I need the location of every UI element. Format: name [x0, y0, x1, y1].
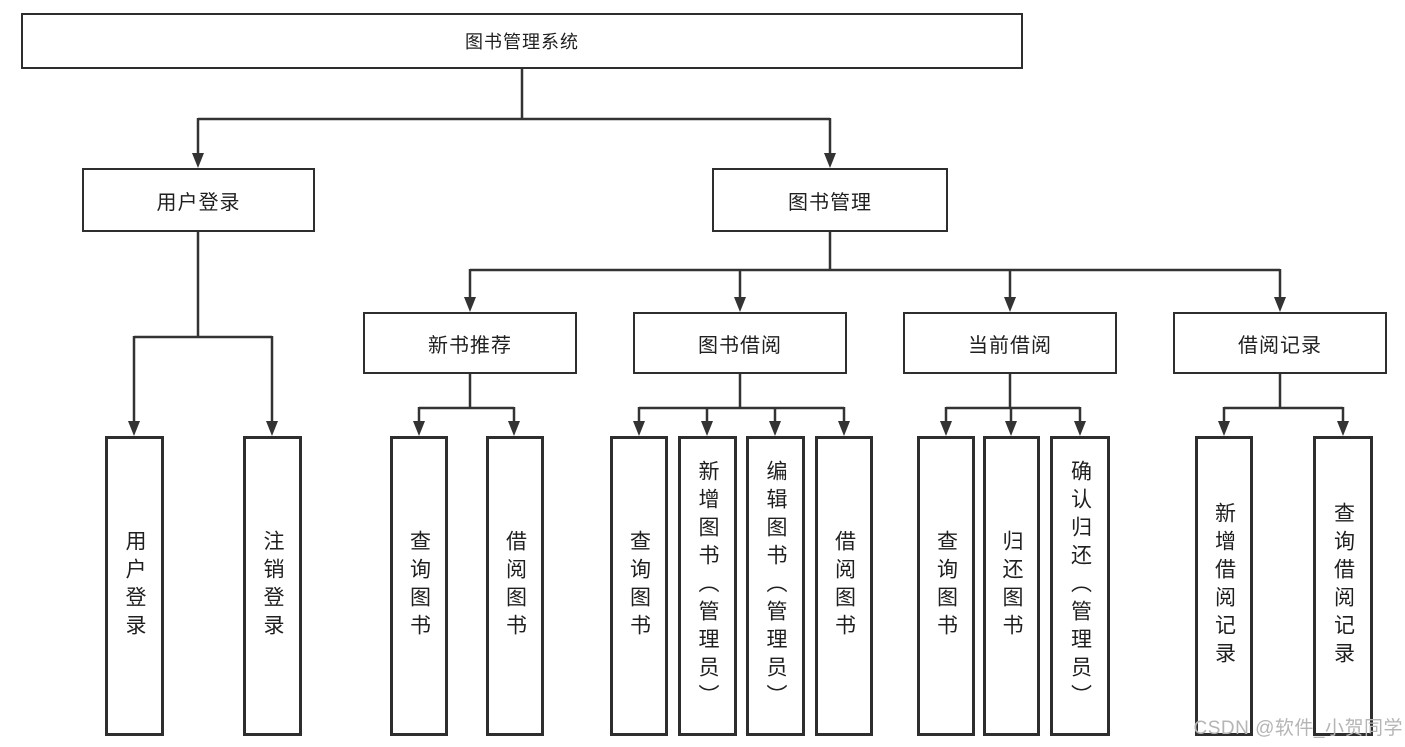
node-user-login-group-label: 用户登录 [156, 191, 241, 214]
leaf-confirm-return-admin: 确认归还（管理员） [1050, 436, 1110, 736]
node-book-management-label: 图书管理 [788, 191, 872, 214]
csdn-watermark: CSDN @软件_小贺同学 [1193, 718, 1403, 739]
node-user-login-group: 用户登录 [82, 168, 315, 232]
leaf-logout: 注销登录 [243, 436, 302, 736]
leaf-edit-book-admin-label: 编辑图书（管理员） [764, 460, 787, 712]
leaf-query-book-recommend: 查询图书 [390, 436, 448, 736]
node-book-borrow: 图书借阅 [633, 312, 847, 374]
leaf-query-book-borrow-label: 查询图书 [627, 530, 651, 642]
leaf-logout-label: 注销登录 [261, 530, 284, 642]
node-borrow-record: 借阅记录 [1173, 312, 1387, 374]
node-book-management: 图书管理 [712, 168, 948, 232]
node-current-borrow-label: 当前借阅 [968, 334, 1052, 357]
leaf-query-book-current: 查询图书 [917, 436, 975, 736]
node-borrow-record-label: 借阅记录 [1238, 334, 1322, 357]
leaf-add-book-admin-label: 新增图书（管理员） [696, 460, 719, 712]
leaf-confirm-return-admin-label: 确认归还（管理员） [1068, 460, 1092, 712]
node-current-borrow: 当前借阅 [903, 312, 1117, 374]
leaf-borrow-book-recommend-label: 借阅图书 [503, 530, 527, 642]
leaf-borrow-book-label: 借阅图书 [832, 530, 856, 642]
leaf-query-book-current-label: 查询图书 [934, 530, 958, 642]
node-new-book-recommend: 新书推荐 [363, 312, 577, 374]
leaf-return-book: 归还图书 [983, 436, 1040, 736]
leaf-user-login: 用户登录 [105, 436, 164, 736]
leaf-query-borrow-record-label: 查询借阅记录 [1331, 502, 1355, 670]
arrowheads [128, 153, 1349, 436]
leaf-borrow-book: 借阅图书 [815, 436, 873, 736]
leaf-query-book-recommend-label: 查询图书 [407, 530, 431, 642]
leaf-query-borrow-record: 查询借阅记录 [1313, 436, 1373, 736]
leaf-user-login-label: 用户登录 [123, 530, 146, 642]
node-book-borrow-label: 图书借阅 [698, 334, 782, 357]
leaf-query-book-borrow: 查询图书 [610, 436, 668, 736]
node-library-management-system-label: 图书管理系统 [465, 32, 579, 52]
leaf-add-borrow-record: 新增借阅记录 [1195, 436, 1253, 736]
leaf-borrow-book-recommend: 借阅图书 [486, 436, 544, 736]
node-library-management-system: 图书管理系统 [21, 13, 1023, 69]
leaf-add-borrow-record-label: 新增借阅记录 [1212, 502, 1236, 670]
leaf-add-book-admin: 新增图书（管理员） [678, 436, 737, 736]
leaf-return-book-label: 归还图书 [1000, 530, 1023, 642]
node-new-book-recommend-label: 新书推荐 [428, 334, 512, 357]
leaf-edit-book-admin: 编辑图书（管理员） [746, 436, 805, 736]
